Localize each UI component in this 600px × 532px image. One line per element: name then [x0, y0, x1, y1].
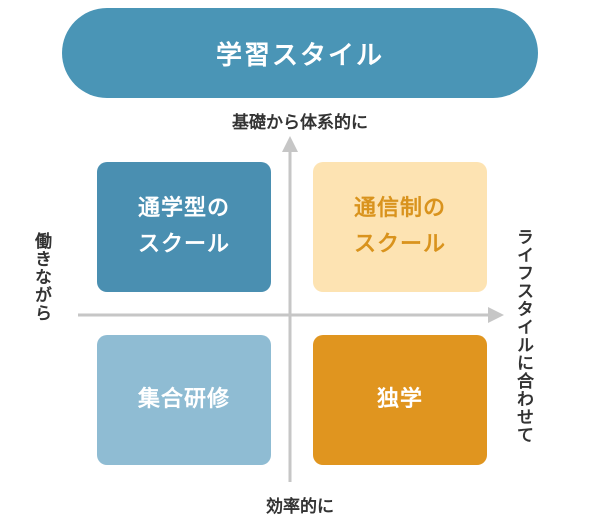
quadrant-top-left: 通学型の スクール [97, 162, 271, 292]
quadrant-top-left-label: 通学型の スクール [137, 196, 230, 257]
title-banner: 学習スタイル [62, 8, 538, 98]
axis-label-bottom: 効率的に [266, 497, 334, 517]
axis-label-left: 働きながら [31, 232, 51, 322]
horizontal-axis-arrowhead [488, 307, 504, 323]
quadrant-bottom-left-label: 集合研修 [137, 387, 230, 412]
quadrant-top-right-label: 通信制の スクール [353, 196, 446, 257]
quadrant-top-right: 通信制の スクール [313, 162, 487, 292]
quadrant-bottom-right: 独学 [313, 335, 487, 465]
vertical-axis-arrowhead [282, 136, 298, 152]
axis-label-right: ライフスタイルに合わせて [513, 228, 533, 444]
quadrant-bottom-left: 集合研修 [97, 335, 271, 465]
axis-label-top: 基礎から体系的に [232, 113, 368, 133]
diagram-title: 学習スタイル [215, 40, 384, 71]
quadrant-bottom-right-label: 独学 [376, 387, 423, 412]
